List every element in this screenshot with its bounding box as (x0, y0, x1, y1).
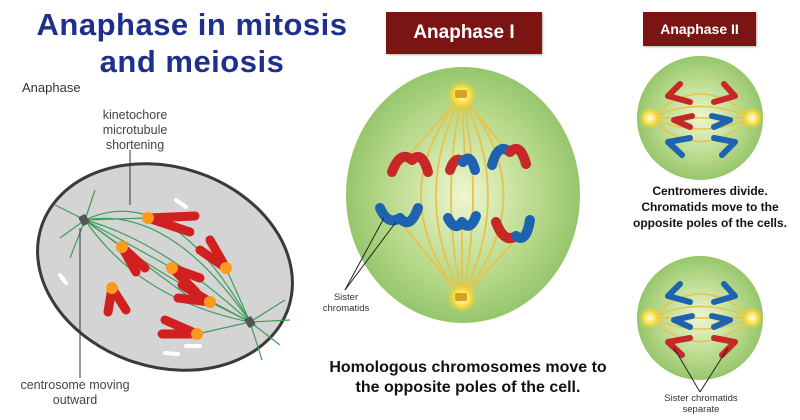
caption-anaphase-two: Centromeres divide. Chromatids move to t… (632, 184, 788, 230)
annotation-centrosome: centrosome moving outward (20, 378, 130, 407)
page-title: Anaphase in mitosis and meiosis (36, 7, 348, 79)
mitosis-panel-label: Anaphase (22, 80, 81, 95)
label-sister-chromatids: Sister chromatids (322, 292, 370, 314)
anaphase-two-upper-cell (637, 56, 763, 180)
mitosis-cell (36, 162, 294, 372)
anaphase-two-lower-cell (637, 256, 763, 380)
vesicles (58, 198, 202, 356)
anaphase-one-lower-chromosomes (375, 203, 535, 244)
banner-anaphase-two: Anaphase II (643, 12, 756, 46)
leader-line-sister-chromatids-a (344, 217, 385, 291)
banner-anaphase-one: Anaphase I (386, 12, 542, 54)
centrosome-left (78, 214, 90, 226)
kinetochores (106, 212, 232, 340)
caption-anaphase-one: Homologous chromosomes move to the oppos… (329, 359, 607, 396)
anaphase-one-upper-chromosomes (387, 144, 531, 177)
leader-line-sister-chromatids-b (344, 221, 397, 291)
leader-line-separate-a (673, 347, 701, 393)
anaphase-one-cell (346, 67, 580, 323)
label-sister-chromatids-separate: Sister chromatids separate (664, 393, 738, 415)
annotation-kinetochore: kinetochore microtubule shortening (102, 108, 168, 152)
leader-line-separate-b (699, 347, 729, 393)
centrosome-right (244, 316, 256, 328)
